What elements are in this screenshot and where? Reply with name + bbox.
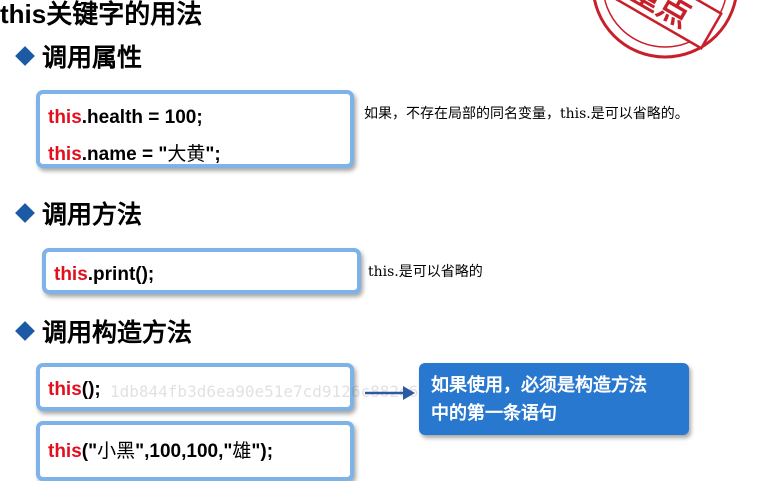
code-box-constructor-call: this(); (36, 363, 354, 411)
code-text: .name = " (81, 144, 168, 165)
section-heading-text: 调用属性 (42, 44, 143, 72)
code-line: this.name = "大黄"; (48, 139, 221, 166)
code-keyword: this (48, 107, 82, 128)
section-heading-constructors: 调用构造方法 (14, 313, 192, 349)
code-text: .health = 100; (81, 107, 203, 128)
callout-line: 如果使用，必须是构造方法 (431, 375, 647, 395)
note-attributes: 如果，不存在局部的同名变量，this.是可以省略的。 (364, 106, 689, 122)
note-methods: this.是可以省略的 (368, 264, 483, 280)
code-text: (" (81, 441, 98, 462)
code-box-methods: this.print(); (42, 248, 361, 294)
code-line: this(); (48, 379, 101, 401)
diamond-bullet-icon (15, 321, 35, 341)
page-title: this关键字的用法 (0, 0, 203, 29)
diamond-bullet-icon (15, 46, 35, 66)
code-chinese-text: 大黄 (167, 143, 206, 165)
code-text: (); (81, 379, 101, 400)
watermark-text: 1db844fb3d6ea90e51e7cd9126c882e6 (110, 382, 419, 401)
section-heading-text: 调用构造方法 (42, 319, 193, 347)
diamond-bullet-icon (15, 203, 35, 223)
code-line: this("小黑",100,100,"雄"); (48, 436, 273, 463)
code-text: "; (205, 144, 221, 165)
code-keyword: this (48, 144, 82, 165)
key-point-stamp-icon: 重点 (593, 0, 737, 59)
code-keyword: this (48, 379, 82, 400)
code-chinese-text: 小黑 (97, 440, 136, 462)
code-text: .print(); (87, 264, 155, 285)
callout-line: 中的第一条语句 (431, 403, 557, 423)
code-keyword: this (54, 264, 88, 285)
code-box-attributes: this.health = 100; this.name = "大黄"; (36, 90, 354, 168)
code-text: ",100,100," (135, 441, 233, 462)
code-box-constructor-args: this("小黑",100,100,"雄"); (36, 421, 354, 481)
code-line: this.health = 100; (48, 107, 203, 129)
code-keyword: this (48, 441, 82, 462)
section-heading-text: 调用方法 (42, 201, 143, 229)
section-heading-attributes: 调用属性 (14, 38, 142, 74)
arrow-right-icon (365, 386, 415, 400)
code-chinese-text: 雄 (232, 440, 252, 462)
code-text: "); (251, 441, 274, 462)
callout-box: 如果使用，必须是构造方法 中的第一条语句 (419, 363, 689, 435)
section-heading-methods: 调用方法 (14, 195, 142, 231)
code-line: this.print(); (54, 264, 154, 286)
